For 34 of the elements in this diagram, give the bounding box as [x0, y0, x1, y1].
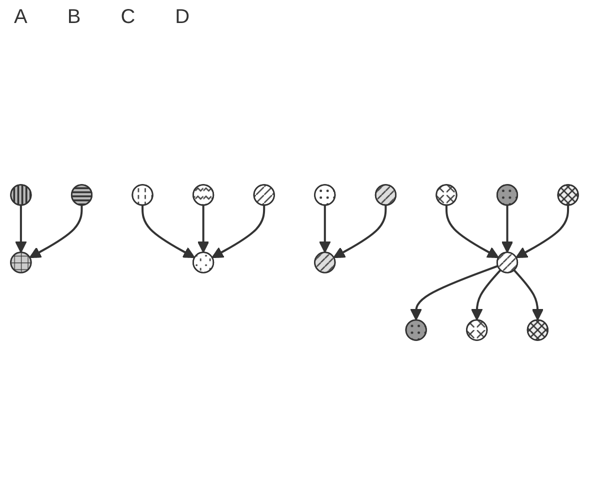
patterned-circle: [405, 319, 427, 341]
patterned-circle: [496, 252, 518, 274]
arrow: [501, 205, 514, 253]
patterned-circle: [496, 184, 518, 206]
arrow: [142, 205, 195, 258]
patterned-circle: [192, 184, 214, 206]
arrow: [29, 205, 83, 258]
arrow: [15, 205, 27, 253]
arrow: [410, 265, 498, 320]
patterned-circle: [526, 319, 548, 341]
arrow: [333, 205, 387, 258]
patterned-circle: [436, 184, 458, 206]
patterned-circle: [557, 184, 579, 206]
patterned-circle: [132, 184, 154, 206]
arrow: [445, 205, 499, 258]
patterned-circle: [192, 252, 214, 274]
patterned-circle: [314, 184, 336, 206]
arrow: [212, 205, 266, 258]
arrow: [470, 269, 502, 320]
patterned-circle: [253, 184, 275, 206]
patterned-circle: [10, 252, 32, 274]
patterned-circle: [70, 184, 93, 206]
patterned-circle: [466, 319, 488, 341]
panel-letter: A: [14, 6, 28, 29]
patterned-circle: [374, 184, 396, 206]
panel-letter: D: [175, 6, 190, 29]
arrow: [513, 269, 544, 320]
arrow: [318, 205, 331, 253]
patterned-circle: [10, 184, 32, 206]
panel-letter: B: [67, 6, 81, 29]
patterned-circle: [314, 252, 336, 274]
arrow: [197, 205, 210, 253]
arrow: [516, 205, 570, 258]
panel-letter: C: [120, 6, 136, 29]
